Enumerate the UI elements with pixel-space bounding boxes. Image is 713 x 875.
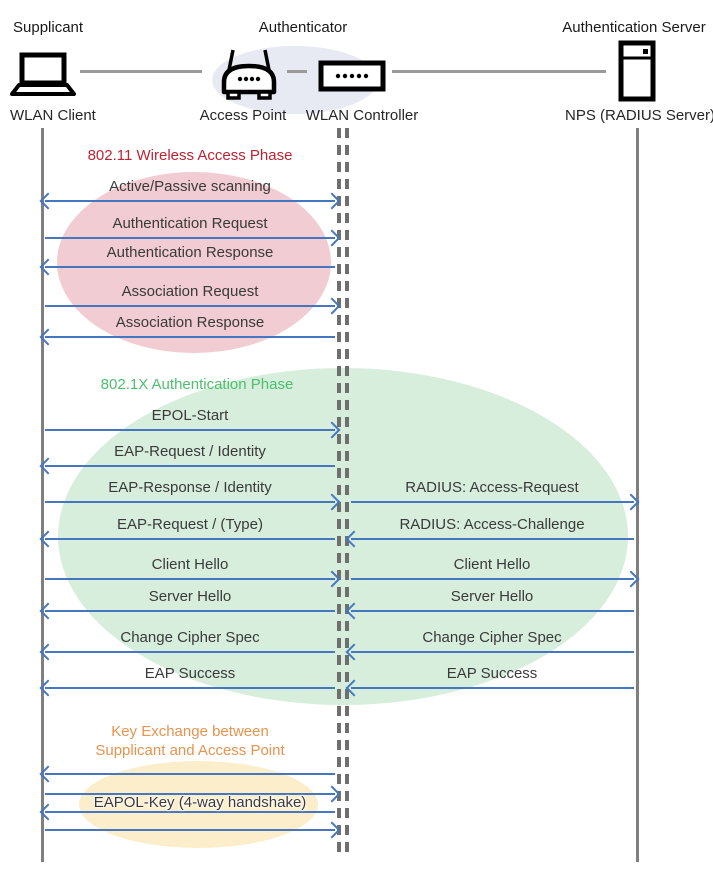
arrow-right xyxy=(45,821,341,839)
arrow-left xyxy=(39,258,335,276)
arrow-left xyxy=(39,803,335,821)
arrow-left xyxy=(39,328,335,346)
phase1-title: 802.11 Wireless Access Phase xyxy=(87,147,293,164)
message-label: Client Hello xyxy=(453,556,531,573)
arrow-left xyxy=(345,679,634,697)
arrow-left xyxy=(39,765,335,783)
arrow-right xyxy=(351,570,640,588)
message-label: EAP-Request / Identity xyxy=(114,443,266,460)
message-label: RADIUS: Access-Request xyxy=(405,479,579,496)
message-label: Change Cipher Spec xyxy=(120,629,260,646)
role-authentication-server: Authentication Server xyxy=(562,19,706,36)
server-icon xyxy=(618,40,656,102)
laptop-icon xyxy=(10,52,76,96)
arrow-right xyxy=(351,493,640,511)
arrow-left xyxy=(345,643,634,661)
message-label: EAP Success xyxy=(446,665,538,682)
connector-line xyxy=(287,70,307,73)
message-label: Authentication Request xyxy=(112,215,268,232)
arrow-left xyxy=(345,602,634,620)
arrow-right xyxy=(45,570,341,588)
arrow-left xyxy=(39,679,335,697)
role-authenticator: Authenticator xyxy=(258,19,348,36)
device-wlan-client: WLAN Client xyxy=(10,107,96,124)
message-label: Server Hello xyxy=(450,588,534,605)
message-label: Change Cipher Spec xyxy=(422,629,562,646)
message-label: Association Response xyxy=(115,314,265,331)
arrow-right xyxy=(45,421,341,439)
device-access-point: Access Point xyxy=(199,107,287,124)
message-label: EAP-Request / (Type) xyxy=(117,516,263,533)
arrow-left xyxy=(39,530,335,548)
lifeline-wlan-client xyxy=(41,128,44,862)
message-label: RADIUS: Access-Challenge xyxy=(399,516,585,533)
message-label: EPOL-Start xyxy=(151,407,229,424)
arrow-right xyxy=(45,297,341,315)
connector-line xyxy=(80,70,202,73)
lifeline-controller-dashed-left xyxy=(337,128,341,856)
arrow-left xyxy=(345,530,634,548)
message-label: EAP-Response / Identity xyxy=(108,479,272,496)
message-label: EAPOL-Key (4-way handshake) xyxy=(93,794,307,811)
access-point-icon xyxy=(221,49,277,100)
message-label: Active/Passive scanning xyxy=(109,178,271,195)
arrow-right xyxy=(45,493,341,511)
device-nps-radius-server: NPS (RADIUS Server) xyxy=(564,107,713,124)
wlan-controller-icon xyxy=(318,60,386,92)
arrow-left xyxy=(39,457,335,475)
arrow-left xyxy=(39,602,335,620)
message-label: Client Hello xyxy=(151,556,229,573)
message-label: EAP Success xyxy=(144,665,236,682)
phase3-title-line2: Supplicant and Access Point xyxy=(95,742,285,759)
connector-line xyxy=(392,70,606,73)
arrow-right xyxy=(45,229,341,247)
message-label: Authentication Response xyxy=(106,244,274,261)
device-wlan-controller: WLAN Controller xyxy=(305,107,419,124)
lifeline-radius-server xyxy=(636,128,639,862)
arrow-right xyxy=(45,785,341,803)
role-supplicant: Supplicant xyxy=(13,19,84,36)
arrow-both xyxy=(39,192,341,210)
phase1-ellipse xyxy=(57,172,331,353)
message-label: Server Hello xyxy=(148,588,232,605)
phase2-title: 802.1X Authentication Phase xyxy=(100,376,294,393)
phase3-title-line1: Key Exchange between xyxy=(111,723,269,740)
phase2-ellipse xyxy=(58,368,628,705)
message-label: Association Request xyxy=(121,283,259,300)
phase3-ellipse xyxy=(79,761,318,848)
arrow-left xyxy=(39,643,335,661)
lifeline-controller-dashed-right xyxy=(345,128,349,856)
